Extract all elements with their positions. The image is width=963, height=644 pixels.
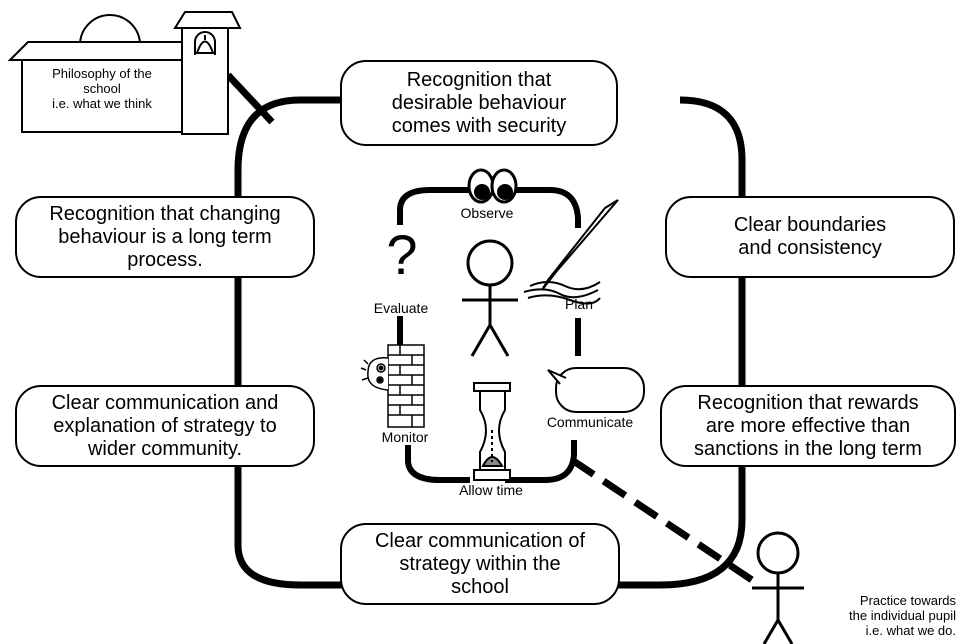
box-left-lower: Clear communication and explanation of s… xyxy=(15,385,315,467)
outer-loop xyxy=(234,96,746,589)
question-mark-icon: ? xyxy=(386,223,418,286)
pupil-stick-figure-icon xyxy=(752,531,804,644)
central-stick-figure-icon xyxy=(462,239,518,357)
hourglass-icon xyxy=(473,382,511,481)
box-top: Recognition that desirable behaviour com… xyxy=(340,60,618,146)
brick-wall-icon xyxy=(387,344,425,428)
plan-label: Plan xyxy=(564,296,594,312)
school-building-icon xyxy=(7,11,242,135)
box-right-upper: Clear boundaries and consistency xyxy=(665,196,955,278)
box-left-upper: Recognition that changing behaviour is a… xyxy=(15,196,315,278)
inner-loop-bottom-left xyxy=(405,445,470,483)
bell-icon xyxy=(194,31,216,55)
inner-loop-top-right xyxy=(514,187,581,228)
peeking-face-icon xyxy=(360,357,389,391)
inner-loop-bottom-right xyxy=(505,440,577,483)
philosophy-label: Philosophy of the school i.e. what we th… xyxy=(52,66,152,111)
box-right-lower: Recognition that rewards are more effect… xyxy=(660,385,956,467)
evaluate-label: Evaluate xyxy=(373,300,429,316)
observe-label: Observe xyxy=(460,205,514,221)
speech-bubble-icon xyxy=(547,367,645,413)
box-bottom: Clear communication of strategy within t… xyxy=(340,523,620,605)
allow-time-label: Allow time xyxy=(459,482,523,498)
eyes-icon xyxy=(467,168,518,204)
school-connector xyxy=(225,72,275,125)
pencil-icon xyxy=(523,199,619,305)
practice-label: Practice towards the individual pupil i.… xyxy=(849,593,956,638)
monitor-label: Monitor xyxy=(381,429,429,445)
inner-loop-top xyxy=(397,187,470,225)
communicate-label: Communicate xyxy=(546,414,634,430)
